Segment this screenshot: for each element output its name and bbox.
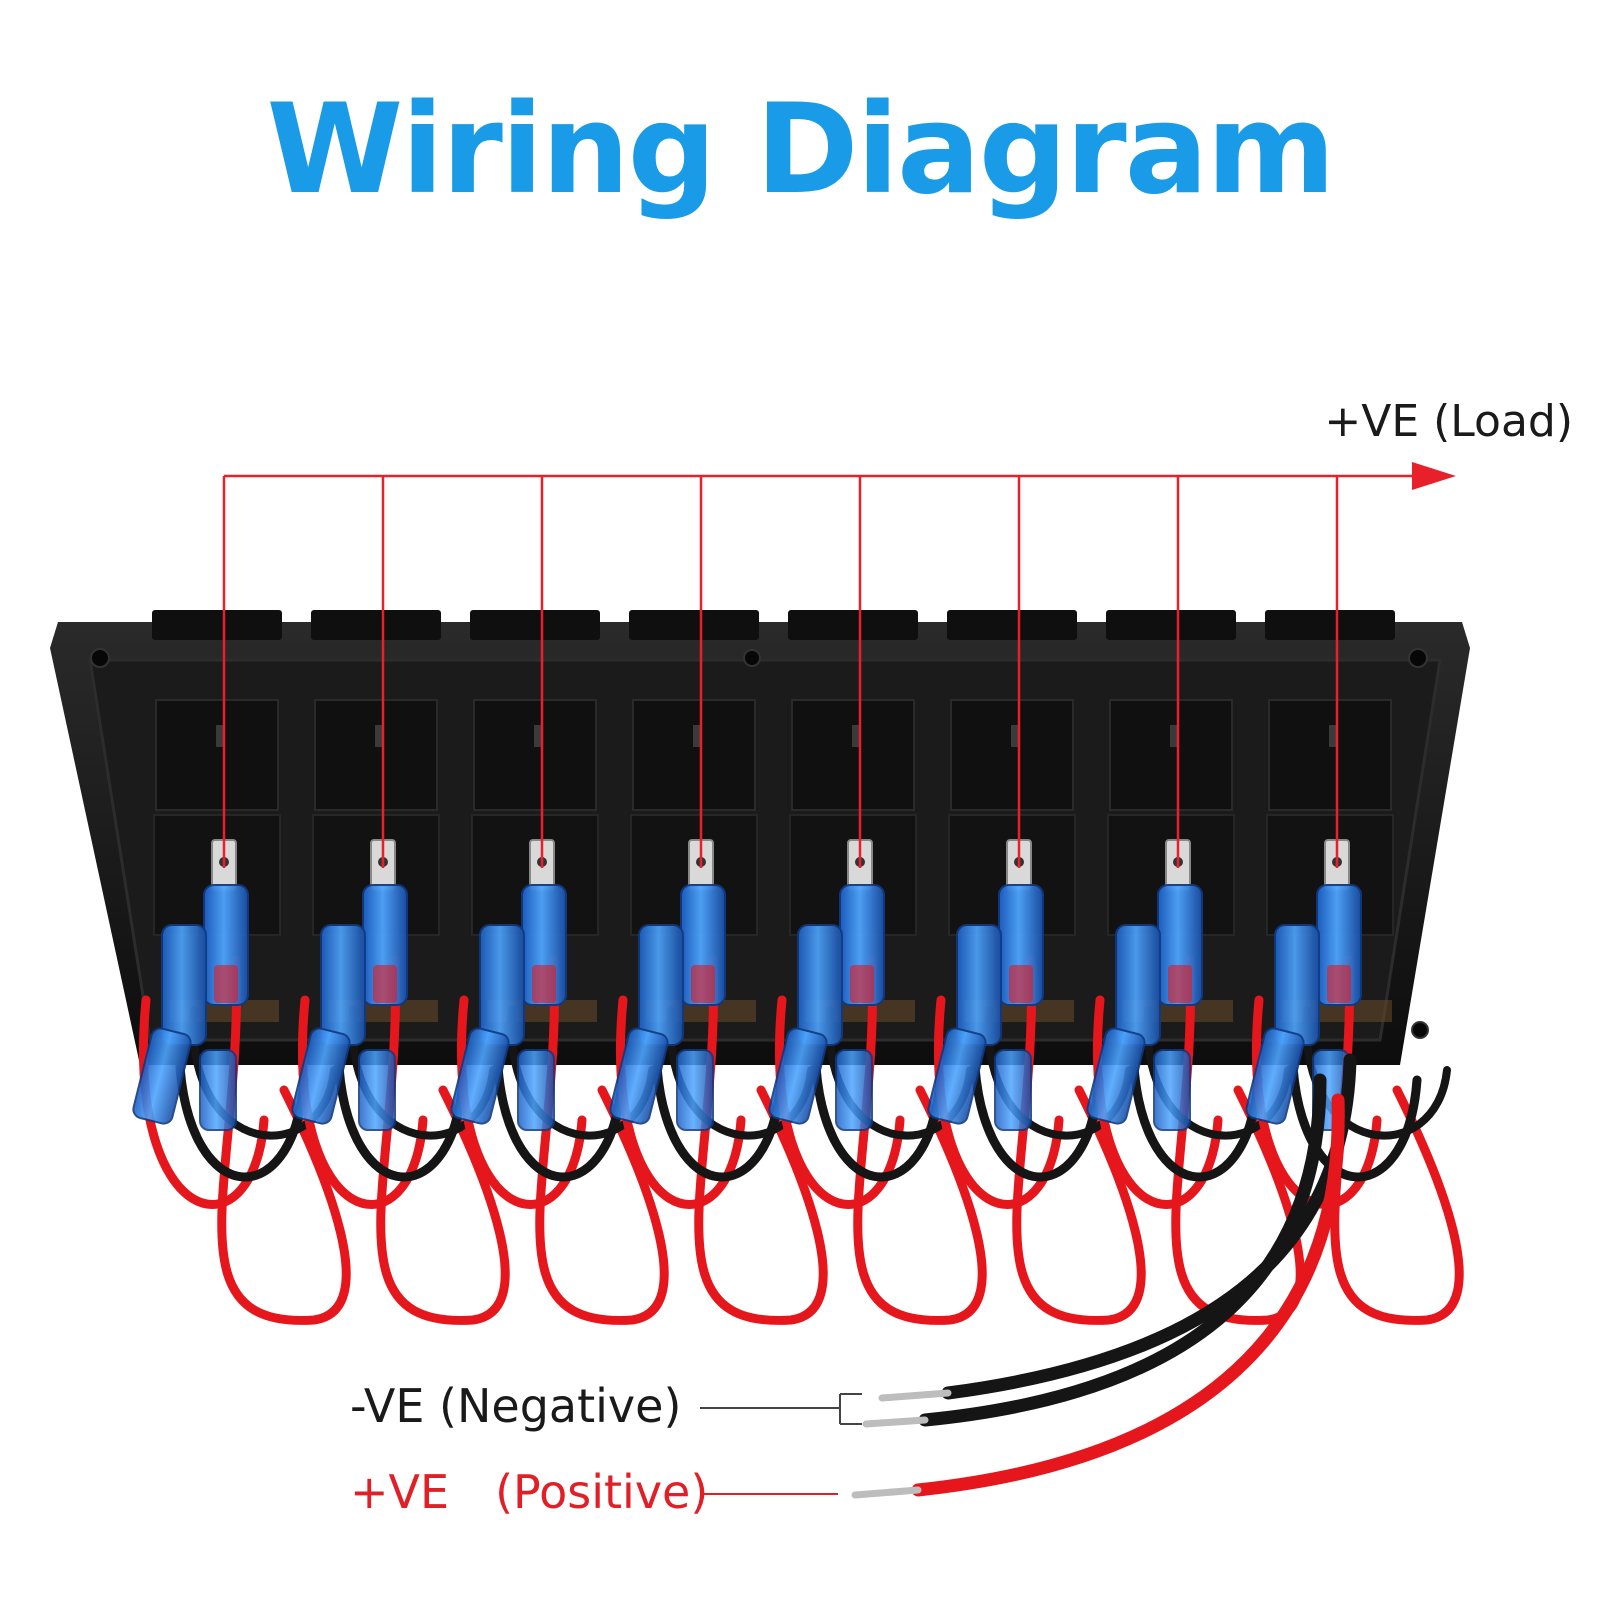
connector-group-7 [1086, 839, 1203, 1131]
switch-body-7 [1106, 610, 1236, 1022]
positive-lead-wire [911, 1093, 1345, 1497]
mount-hole-top-left [90, 648, 110, 668]
load-label: +VE (Load) [1324, 396, 1573, 447]
page-title: Wiring Diagram [266, 78, 1335, 222]
connector-group-4 [609, 839, 726, 1131]
connector-group-5 [768, 839, 885, 1131]
positive-label: +VE (Positive) [350, 1465, 708, 1519]
negative-leader-line [700, 1393, 862, 1425]
load-bus [222, 474, 1420, 868]
panel-inner-frame [88, 658, 1442, 1042]
negative-lead-wire-2 [918, 1073, 1327, 1427]
connector-group-1 [132, 839, 249, 1131]
connector-group-8 [1245, 839, 1362, 1131]
negative-label: -VE (Negative) [350, 1379, 681, 1433]
negative-lead-stripped-end-1 [878, 1389, 952, 1402]
negative-lead-stripped-end-2 [862, 1416, 929, 1428]
switch-body-5 [788, 610, 918, 1022]
switch-body-3 [470, 610, 600, 1022]
connector-group-6 [927, 839, 1044, 1131]
blue-connectors [132, 839, 1362, 1131]
main-leads [851, 1053, 1357, 1499]
connector-group-2 [291, 839, 408, 1131]
load-arrow-icon [1412, 462, 1456, 490]
switch-bodies [152, 610, 1395, 1022]
positive-lead-stripped-end [851, 1486, 922, 1499]
mount-hole-top-right [1408, 648, 1428, 668]
connector-group-3 [450, 839, 567, 1131]
mount-hole-center [743, 649, 761, 667]
mount-hole-bottom-right [1411, 1021, 1429, 1039]
